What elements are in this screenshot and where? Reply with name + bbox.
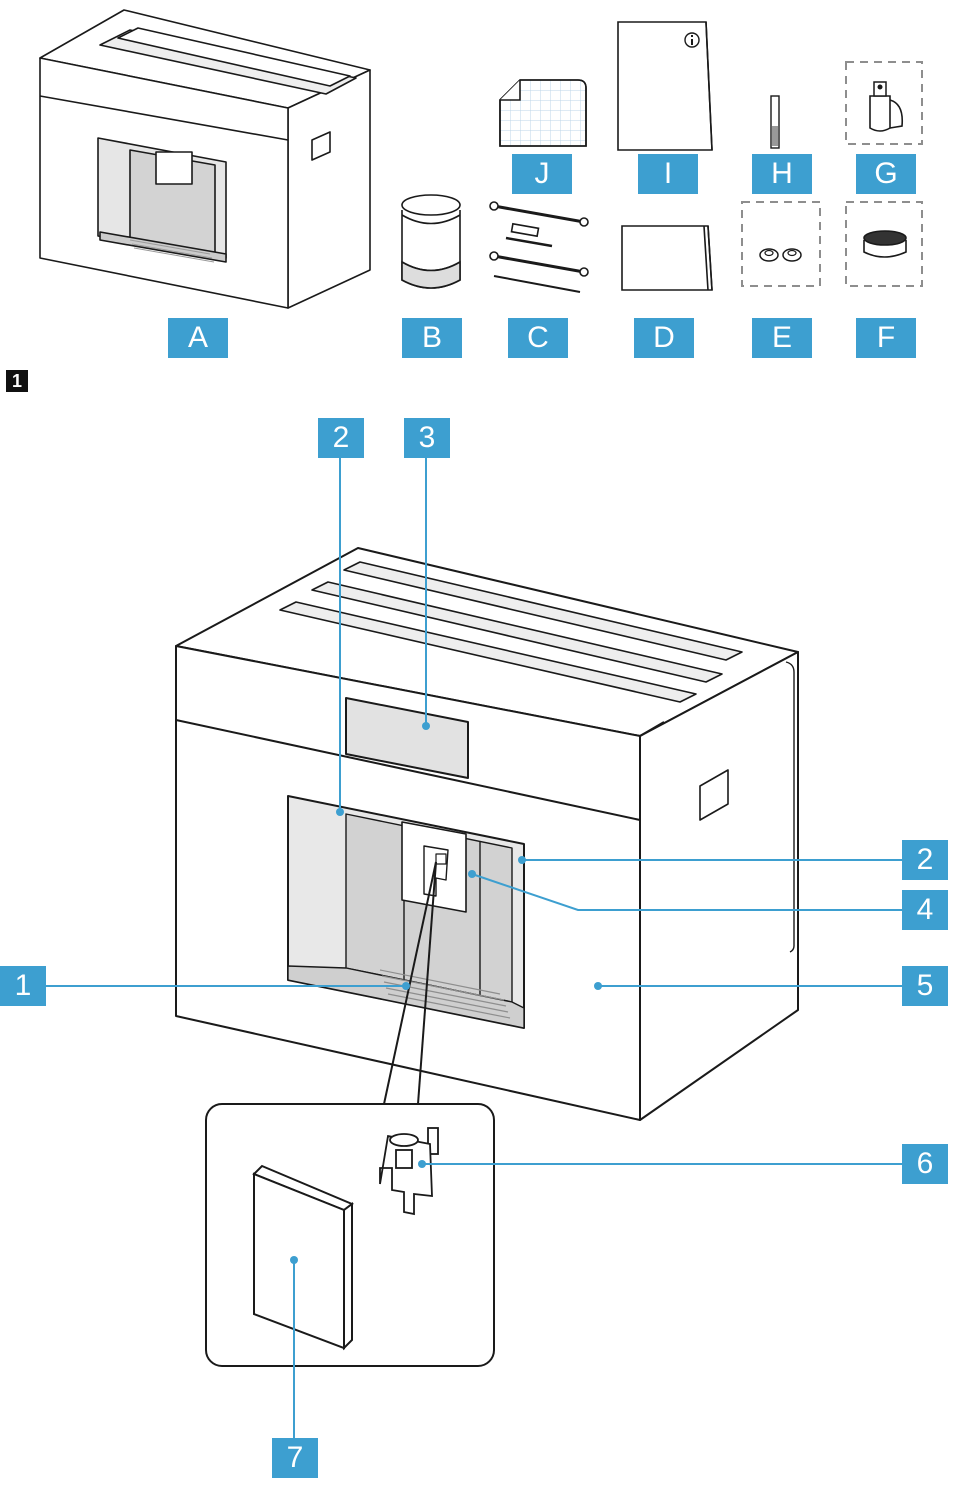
accessory-h-test-strip <box>770 95 780 149</box>
accessory-a-appliance <box>39 9 371 309</box>
badge-a: A <box>168 318 228 358</box>
leader-4 <box>471 873 902 911</box>
badge-h: H <box>752 154 812 194</box>
detail-zoom <box>205 861 495 1367</box>
accessory-i-manual <box>617 21 713 151</box>
accessory-j-cloth <box>499 79 587 147</box>
callout-1: 1 <box>0 966 46 1006</box>
spout-part <box>379 1127 439 1216</box>
accessory-d-booklet <box>621 225 713 291</box>
accessory-f-container <box>845 201 923 287</box>
badge-j: J <box>512 154 572 194</box>
badge-f: F <box>856 318 916 358</box>
badge-e: E <box>752 318 812 358</box>
badge-i: I <box>638 154 698 194</box>
badge-b: B <box>402 318 462 358</box>
badge-d: D <box>634 318 694 358</box>
coffee-machine <box>175 547 799 1121</box>
accessory-b-water-filter <box>401 194 461 289</box>
callout-3: 3 <box>404 418 450 458</box>
badge-g: G <box>856 154 916 194</box>
callout-4: 4 <box>902 890 948 930</box>
callout-6: 6 <box>902 1144 948 1184</box>
callout-7: 7 <box>272 1438 318 1478</box>
badge-c: C <box>508 318 568 358</box>
leader-lines <box>46 446 902 1440</box>
callout-2-right: 2 <box>902 840 948 880</box>
info-icon <box>684 32 700 48</box>
accessory-g-cleaning-part <box>845 61 923 145</box>
callout-2-left: 2 <box>318 418 364 458</box>
milk-container <box>252 1164 354 1351</box>
accessory-c-milk-tubes <box>489 201 589 293</box>
accessory-e-seal-rings <box>741 201 821 287</box>
callout-5: 5 <box>902 966 948 1006</box>
leader-dots <box>290 722 602 1264</box>
figure-number: 1 <box>6 370 28 392</box>
